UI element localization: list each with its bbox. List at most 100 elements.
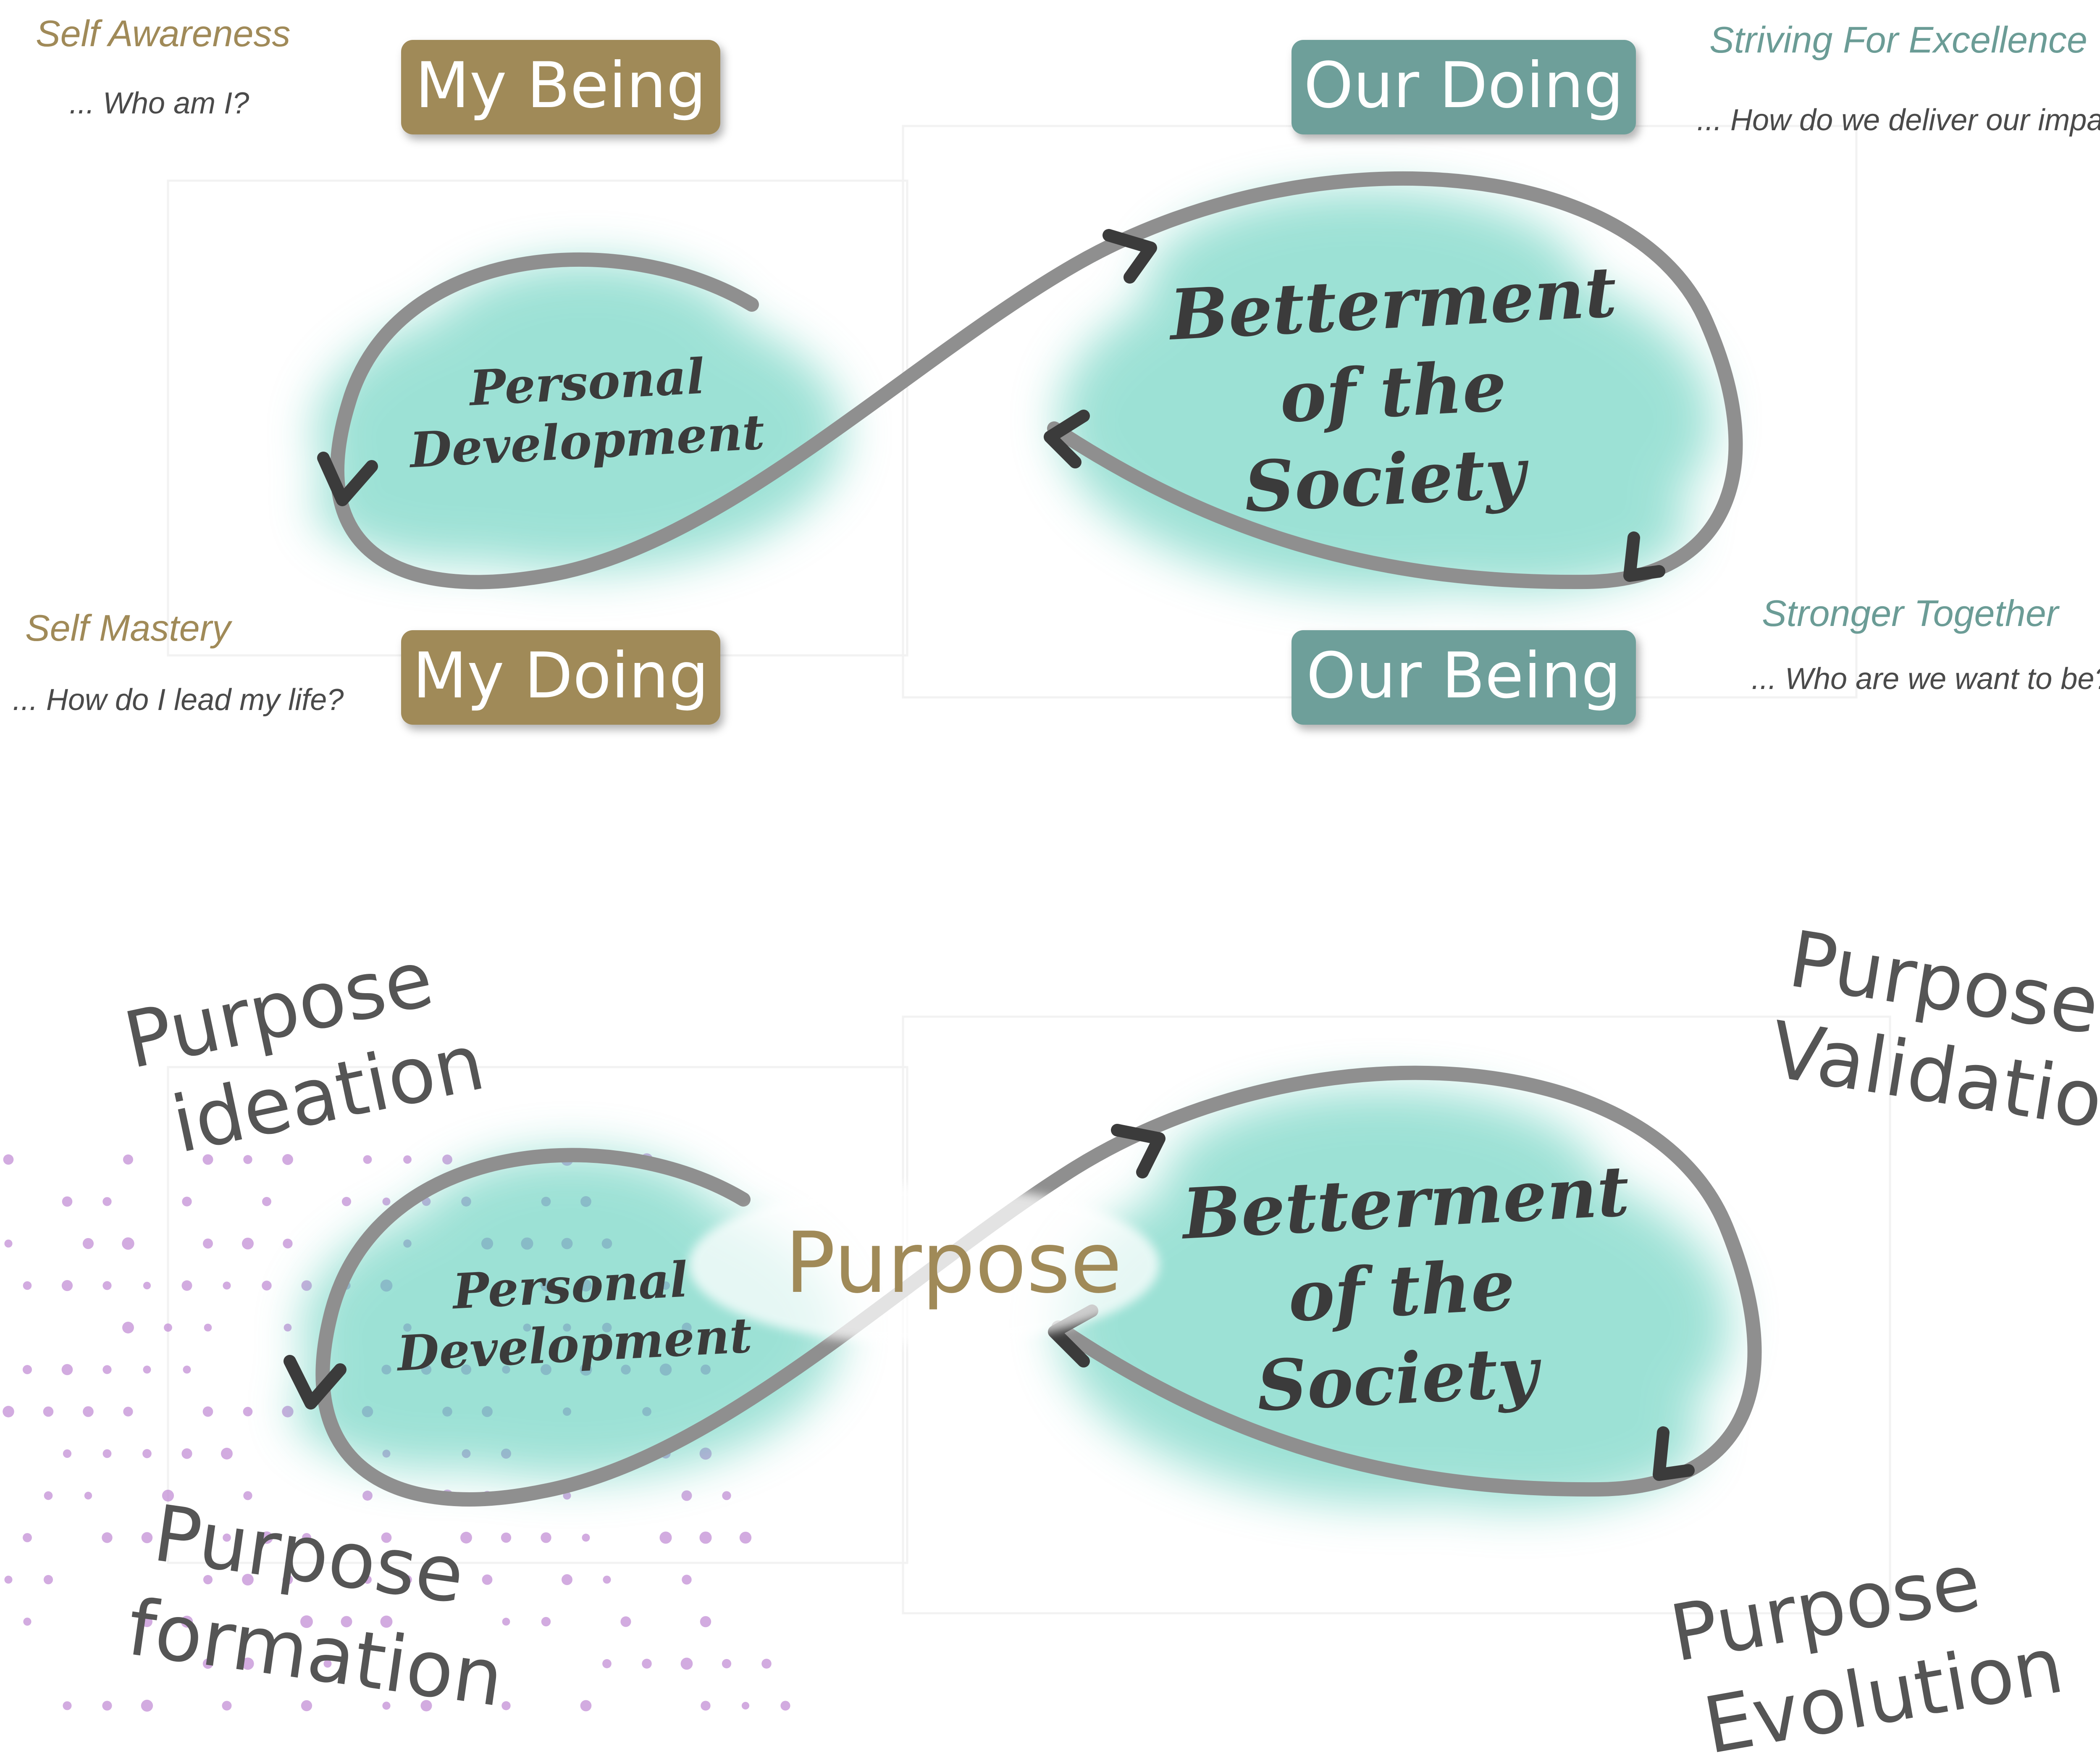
decorative-dot: [23, 1617, 32, 1626]
decorative-dot: [23, 1281, 32, 1290]
decorative-dot: [301, 1280, 312, 1291]
my-doing-label: My Doing: [412, 639, 709, 713]
decorative-dot: [242, 1237, 254, 1250]
decorative-dot: [501, 1701, 511, 1710]
decorative-dot: [243, 1491, 252, 1500]
decorative-dot: [3, 1154, 14, 1165]
self-mastery-question: ... How do I lead my life?: [13, 683, 344, 717]
decorative-dot: [739, 1531, 752, 1544]
decorative-dot: [502, 1617, 510, 1626]
decorative-dot: [701, 1701, 711, 1711]
decorative-dot: [83, 1406, 94, 1417]
decorative-dot: [143, 1281, 151, 1290]
top-right-loop-label-line3: Society: [1242, 431, 1532, 528]
decorative-dot: [282, 1406, 294, 1417]
decorative-dot: [741, 1701, 750, 1710]
decorative-dot: [183, 1365, 191, 1374]
decorative-dot: [123, 1154, 134, 1165]
decorative-dot: [603, 1575, 611, 1584]
decorative-dot: [582, 1533, 590, 1542]
decorative-dot: [700, 1616, 711, 1628]
decorative-dot: [204, 1323, 212, 1332]
decorative-dot: [63, 1701, 72, 1710]
decorative-dot: [122, 1237, 134, 1250]
arrow-head-bottom-right: [1653, 1426, 1695, 1481]
my-doing-box: My Doing: [401, 630, 720, 725]
decorative-dot: [282, 1154, 293, 1165]
decorative-dot: [301, 1700, 312, 1712]
decorative-dot: [442, 1154, 452, 1165]
decorative-dot: [722, 1659, 732, 1669]
decorative-dot: [260, 1531, 273, 1544]
self-mastery-title: Self Mastery: [25, 607, 233, 649]
stronger-question: ... Who are we want to be?: [1751, 662, 2100, 696]
decorative-dot: [403, 1575, 412, 1584]
decorative-dot: [780, 1701, 790, 1711]
arrow-head-bottom-center: [1111, 1124, 1166, 1178]
our-being-label: Our Being: [1306, 639, 1621, 713]
decorative-dot: [403, 1155, 412, 1164]
decorative-dot: [181, 1615, 193, 1628]
decorative-dot: [122, 1322, 134, 1333]
bottom-infinity-diagram: Purpose Personal Development Betterment …: [117, 913, 2100, 1754]
decorative-dot: [282, 1574, 293, 1585]
decorative-dot: [381, 1532, 392, 1543]
decorative-dot: [580, 1700, 592, 1712]
decorative-dot: [243, 1407, 253, 1417]
arrow-head-top-right: [1623, 531, 1665, 582]
top-infinity-diagram: Personal Development Betterment of the S…: [13, 13, 2100, 725]
our-being-box: Our Being: [1292, 630, 1636, 725]
decorative-dot: [362, 1491, 373, 1501]
decorative-dot: [141, 1616, 153, 1628]
decorative-dot: [722, 1491, 731, 1500]
arrow-head-top-center: [1102, 229, 1157, 284]
our-doing-label: Our Doing: [1304, 49, 1624, 122]
decorative-dot: [102, 1449, 112, 1458]
decorative-dot: [482, 1574, 493, 1585]
decorative-dot: [102, 1197, 112, 1206]
decorative-dot: [102, 1532, 113, 1543]
decorative-dot: [420, 1700, 432, 1712]
top-left-loop-label-line1: Personal: [467, 348, 706, 417]
decorative-dot: [141, 1699, 153, 1712]
decorative-dot: [341, 1616, 352, 1628]
decorative-dot: [143, 1365, 151, 1374]
decorative-dot: [262, 1281, 272, 1291]
decorative-dot: [141, 1532, 153, 1544]
decorative-dot: [102, 1365, 112, 1374]
decorative-dot: [82, 1238, 94, 1249]
purpose-evolution-label: Purpose Evolution: [1664, 1536, 2069, 1754]
decorative-dot: [181, 1448, 192, 1459]
decorative-dot: [44, 1491, 53, 1500]
decorative-dot: [242, 1657, 254, 1670]
decorative-dot: [243, 1155, 252, 1164]
purpose-formation-label: Purpose formation: [122, 1488, 509, 1724]
teal-splash-left-top: [315, 260, 844, 571]
purpose-validation-label: Purpose Validation: [1764, 913, 2100, 1154]
purpose-center-label: Purpose: [785, 1214, 1122, 1312]
bottom-left-loop-label-line1: Personal: [450, 1251, 690, 1320]
bottom-right-loop-label-line2: of the: [1286, 1244, 1517, 1337]
decorative-dot: [341, 1197, 352, 1207]
my-being-label: My Being: [415, 49, 706, 122]
self-awareness-title: Self Awareness: [36, 13, 291, 54]
decorative-dot: [4, 1575, 13, 1584]
decorative-dot: [541, 1617, 551, 1627]
decorative-dot: [63, 1449, 72, 1458]
decorative-dot: [202, 1658, 213, 1669]
decorative-dot: [602, 1659, 612, 1668]
purpose-ideation-label: Purpose ideation: [117, 933, 492, 1170]
decorative-dot: [162, 1489, 174, 1502]
decorative-dot: [202, 1406, 213, 1417]
decorative-dot: [283, 1239, 293, 1249]
decorative-dot: [182, 1197, 192, 1207]
decorative-dot: [223, 1281, 231, 1290]
decorative-dot: [202, 1154, 213, 1165]
teal-splash-right-top: [1058, 189, 1714, 592]
decorative-dot: [61, 1364, 73, 1375]
purpose-center-glow: [689, 1185, 1159, 1344]
decorative-dot: [22, 1365, 32, 1375]
decorative-dot: [541, 1532, 551, 1543]
